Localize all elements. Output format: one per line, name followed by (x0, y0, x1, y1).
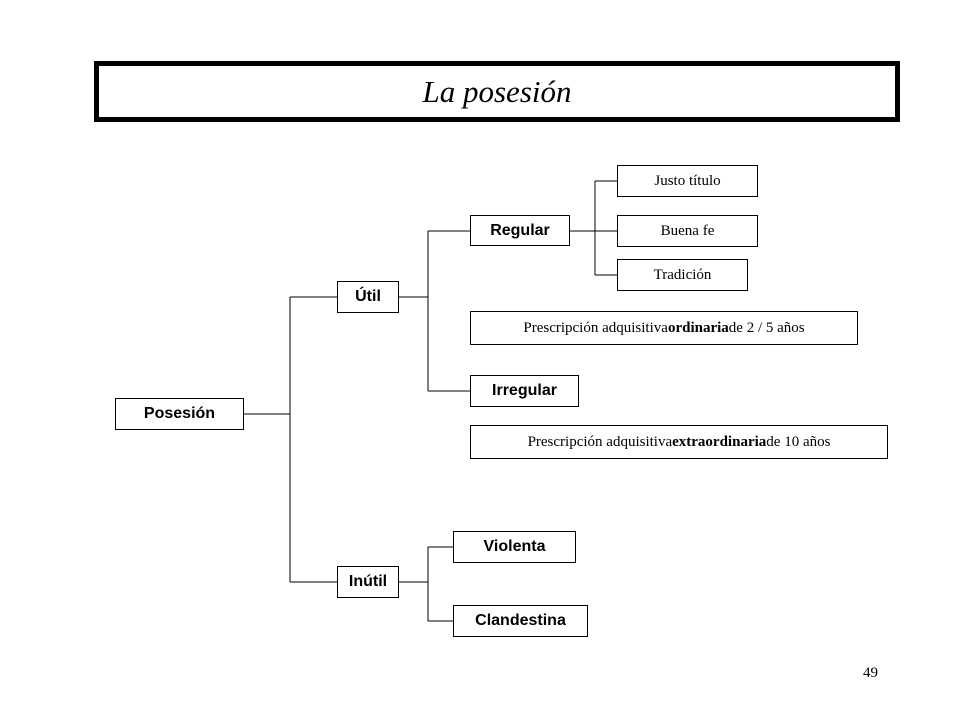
node-justo-titulo-label: Justo título (654, 172, 721, 189)
note-ordinaria-before: Prescripción adquisitiva (523, 319, 668, 336)
node-util: Útil (337, 281, 399, 313)
note-ordinaria-bold: ordinaria (667, 319, 729, 336)
node-posesion-label: Posesión (143, 405, 216, 422)
node-regular-label: Regular (490, 221, 550, 239)
node-regular: Regular (470, 215, 570, 246)
note-prescripcion-ordinaria: Prescripción adquisitiva ordinaria de 2 … (470, 311, 858, 345)
node-buena-fe: Buena fe (617, 215, 758, 247)
note-extraordinaria-after: de 10 años (766, 433, 831, 450)
node-clandestina: Clandestina (453, 605, 588, 637)
node-inutil-label: Inútil (348, 573, 388, 590)
slide-title: La posesión (94, 61, 900, 122)
note-prescripcion-extraordinaria: Prescripción adquisitiva extraordinaria … (470, 425, 888, 459)
node-irregular: Irregular (470, 375, 579, 407)
node-posesion: Posesión (115, 398, 244, 430)
node-buena-fe-label: Buena fe (660, 222, 715, 239)
node-inutil: Inútil (337, 566, 399, 598)
node-tradicion: Tradición (617, 259, 748, 291)
node-irregular-label: Irregular (492, 382, 557, 399)
node-clandestina-label: Clandestina (475, 612, 566, 629)
node-util-label: Útil (355, 288, 381, 305)
node-violenta: Violenta (453, 531, 576, 563)
slide-title-text: La posesión (422, 73, 572, 109)
node-violenta-label: Violenta (483, 538, 546, 555)
node-tradicion-label: Tradición (653, 266, 712, 283)
note-extraordinaria-before: Prescripción adquisitiva (527, 433, 673, 450)
note-ordinaria-after: de 2 / 5 años (728, 319, 805, 336)
note-extraordinaria-bold: extraordinaria (672, 433, 767, 450)
node-justo-titulo: Justo título (617, 165, 758, 197)
page-number: 49 (863, 665, 878, 681)
